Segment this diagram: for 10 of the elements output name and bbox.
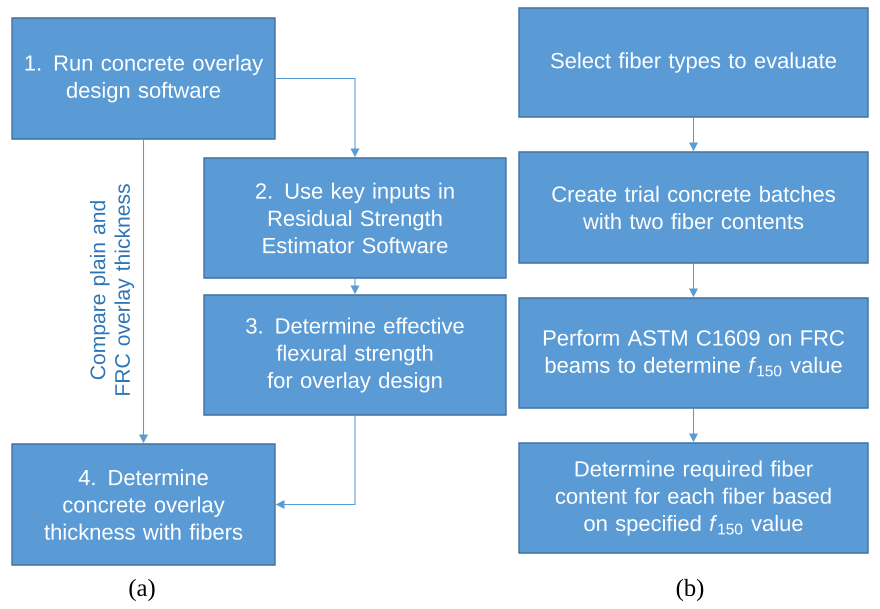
process-box: 1. Run concrete overlay design software (11, 17, 276, 140)
panel-label: (b) (676, 578, 704, 602)
process-box: Create trial concrete batches with two fiber contents (518, 151, 869, 264)
process-box: 3. Determine effective flexural strength for overlay design (203, 294, 507, 416)
process-box: 2. Use key inputs in Residual Strength Estimator Software (203, 157, 507, 279)
process-box: Perform ASTM C1609 on FRC beams to determine f$_{150}$ value (518, 297, 869, 409)
process-box: Determine required fiber content for each fiber based on specified f$_{150}$ value (518, 442, 869, 554)
process-box: 4. Determine concrete overlay thickness with fibers (11, 443, 276, 566)
process-box: Select fiber types to evaluate (518, 7, 869, 118)
edge-label: Compare plain and FRC overlay thickness (88, 153, 136, 427)
